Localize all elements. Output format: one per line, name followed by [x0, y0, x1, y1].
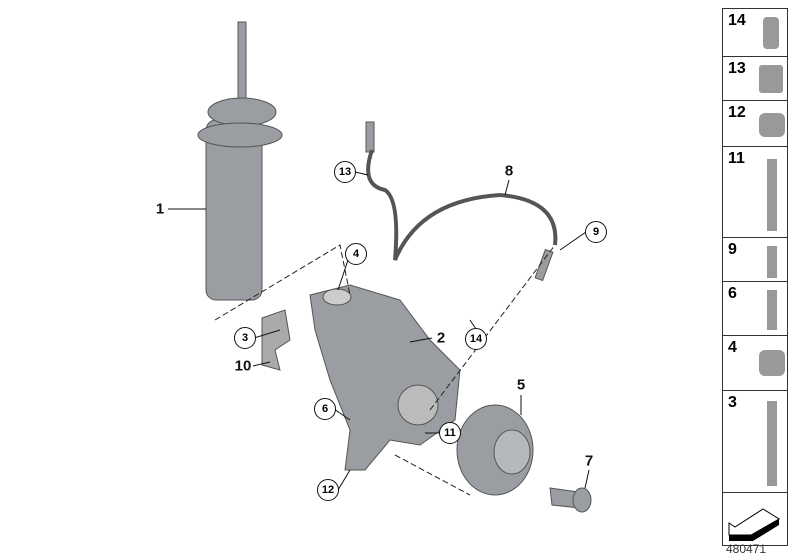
panel-part-4[interactable]: 4 [722, 335, 788, 391]
panel-part-3[interactable]: 3 [722, 390, 788, 493]
callout-10[interactable]: 10 [234, 357, 252, 375]
bolt-icon [767, 159, 777, 231]
panel-label: 13 [728, 60, 746, 77]
strut-spring-seat [197, 122, 283, 148]
panel-label: 6 [728, 285, 737, 302]
clip-icon [759, 65, 783, 93]
panel-label: 3 [728, 394, 737, 411]
panel-label: 12 [728, 104, 746, 121]
callout-7[interactable]: 7 [584, 452, 594, 470]
callout-11[interactable]: 11 [439, 422, 461, 444]
nut-icon [759, 113, 785, 137]
callout-12[interactable]: 12 [317, 479, 339, 501]
callout-13[interactable]: 13 [334, 161, 356, 183]
panel-part-12[interactable]: 12 [722, 100, 788, 147]
panel-part-11[interactable]: 11 [722, 146, 788, 238]
panel-part-9[interactable]: 9 [722, 237, 788, 282]
bracket [261, 309, 291, 371]
callout-1[interactable]: 1 [155, 200, 165, 218]
panel-part-13[interactable]: 13 [722, 56, 788, 101]
nut-icon [759, 350, 785, 376]
bolt-icon [767, 401, 777, 486]
callout-6[interactable]: 6 [314, 398, 336, 420]
callout-9[interactable]: 9 [585, 221, 607, 243]
panel-label: 14 [728, 12, 746, 29]
screw-icon [767, 290, 777, 330]
sensor-head [365, 121, 375, 153]
strut-mount [207, 97, 277, 127]
panel-direction-arrow [722, 492, 788, 546]
panel-label: 9 [728, 241, 737, 258]
panel-part-6[interactable]: 6 [722, 281, 788, 336]
panel-part-14[interactable]: 14 [722, 8, 788, 57]
callout-5[interactable]: 5 [516, 376, 526, 394]
diagram-number: 480471 [726, 542, 767, 556]
arrow-icon [728, 508, 780, 541]
panel-label: 4 [728, 339, 737, 356]
sleeve-icon [763, 17, 779, 49]
callout-2[interactable]: 2 [436, 329, 446, 347]
callout-14[interactable]: 14 [465, 328, 487, 350]
sensor-cable [366, 149, 558, 261]
callout-8[interactable]: 8 [504, 162, 514, 180]
panel-label: 11 [728, 150, 745, 167]
callout-4[interactable]: 4 [345, 243, 367, 265]
knuckle [309, 284, 461, 471]
screw-icon [767, 246, 777, 278]
callout-3[interactable]: 3 [234, 327, 256, 349]
